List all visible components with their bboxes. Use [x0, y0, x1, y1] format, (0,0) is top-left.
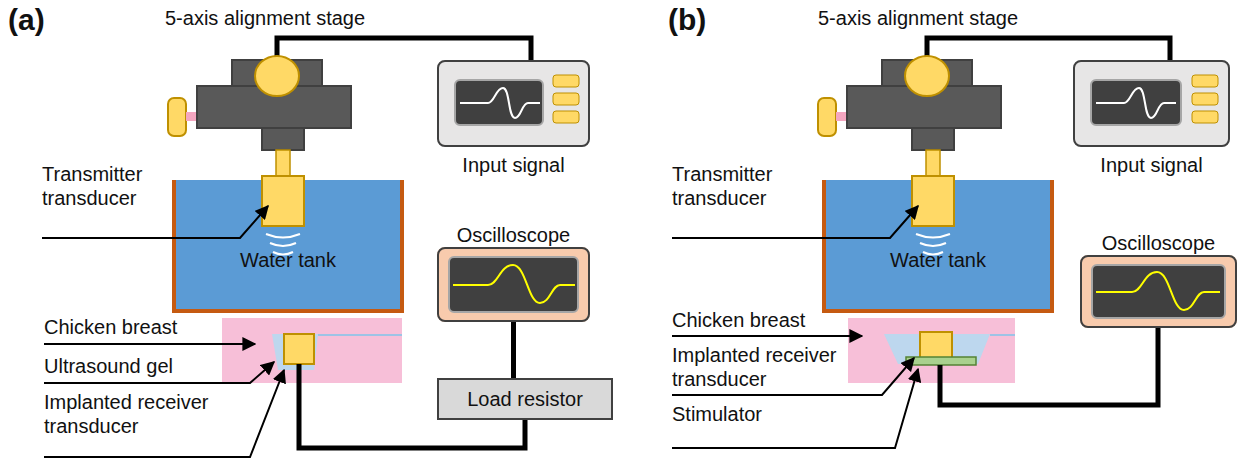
receiver-transducer: [920, 332, 952, 358]
chicken-breast: [222, 318, 402, 383]
scope-body: [1080, 255, 1237, 328]
receiver-transducer: [284, 334, 314, 364]
node-text: Load resistor: [467, 387, 583, 411]
button: [1192, 75, 1218, 87]
ultrasound-gel: [272, 334, 318, 370]
leader-line: [44, 343, 255, 345]
signal-generator: Input signal: [1073, 60, 1230, 147]
button: [1192, 93, 1218, 105]
panel-letter: (b): [668, 2, 706, 38]
node-text: Oscilloscope: [1052, 231, 1257, 255]
stimulator-wire: [940, 328, 1158, 405]
generator-body: [437, 60, 590, 147]
stimulator: [906, 357, 976, 365]
leader-line: [44, 370, 284, 457]
generator-screen: [1091, 80, 1181, 125]
button: [1192, 111, 1218, 123]
wire: [511, 322, 516, 378]
generator-body: [1073, 60, 1230, 147]
node-text: Input signal: [409, 153, 618, 177]
chicken-breast: [848, 318, 1015, 383]
part-label: Transmitter transducer: [672, 162, 802, 210]
button: [553, 111, 579, 123]
node-text: Water tank: [822, 248, 1054, 272]
part-label: 5-axis alignment stage: [818, 6, 1018, 30]
signal-generator: Input signal: [437, 60, 590, 147]
part-label: Implanted receiver transducer: [672, 343, 872, 391]
alignment-stage: [168, 56, 351, 255]
leader-line: [672, 206, 918, 238]
button: [553, 75, 579, 87]
oscilloscope: Oscilloscope: [1080, 255, 1237, 328]
scope-screen: [449, 257, 578, 312]
part-label: Transmitter transducer: [42, 162, 172, 210]
input-waveform: [460, 88, 540, 118]
leader-line: [672, 335, 862, 337]
water-tank: Water tank: [172, 180, 404, 313]
part-label: Chicken breast: [44, 315, 177, 339]
gel-surface: [318, 334, 402, 336]
leader-lines: [672, 206, 918, 448]
part-label: Chicken breast: [672, 308, 805, 332]
signal-wire: [277, 38, 531, 60]
scope-screen: [1092, 265, 1225, 318]
water-tank: Water tank: [822, 180, 1054, 313]
button: [553, 93, 579, 105]
scope-body: [437, 247, 590, 322]
node-text: Water tank: [172, 248, 404, 272]
panel-letter: (a): [8, 2, 45, 38]
part-label: 5-axis alignment stage: [165, 6, 365, 30]
oscilloscope: Oscilloscope: [437, 247, 590, 322]
signal-wire: [927, 38, 1170, 60]
part-label: Ultrasound gel: [44, 354, 173, 378]
gel-surface: [990, 334, 1015, 336]
load-resistor: Load resistor: [437, 378, 613, 420]
output-waveform: [1096, 272, 1220, 310]
part-label: Implanted receiver transducer: [44, 390, 244, 438]
part-label: Stimulator: [672, 402, 762, 426]
input-waveform: [1096, 88, 1176, 118]
node-text: Input signal: [1045, 153, 1257, 177]
leader-lines: [42, 206, 284, 457]
leader-line: [42, 206, 268, 238]
node-text: Oscilloscope: [409, 223, 618, 247]
output-waveform: [453, 265, 575, 303]
alignment-stage: [818, 56, 1001, 255]
generator-screen: [455, 80, 543, 125]
